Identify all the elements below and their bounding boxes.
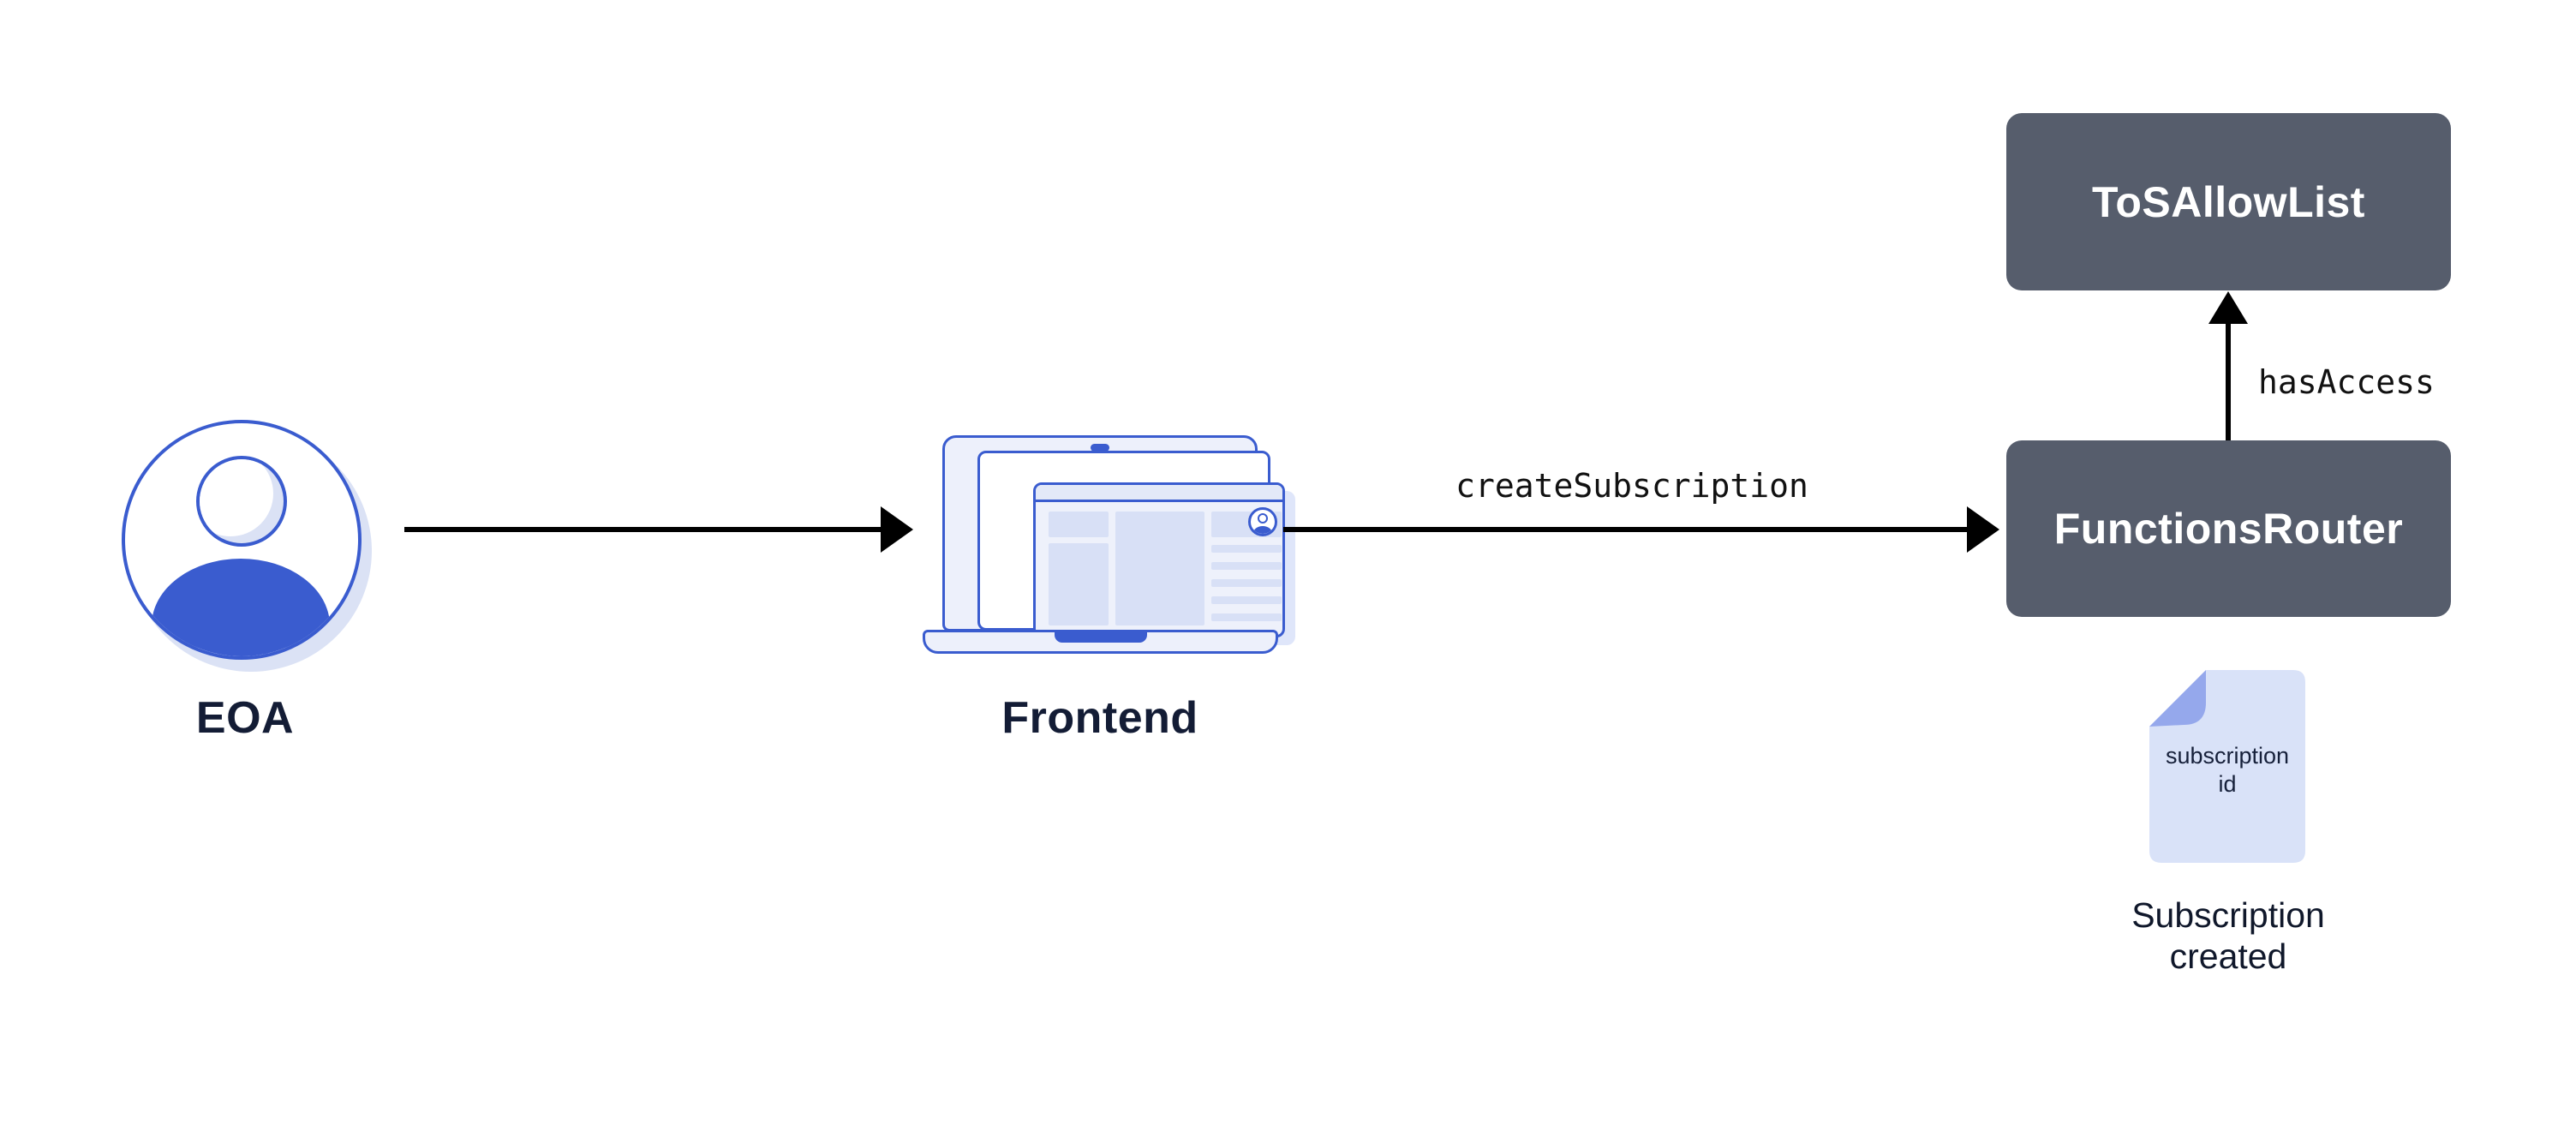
- laptop-screen: [942, 435, 1295, 645]
- browser-text-line: [1211, 545, 1282, 553]
- avatar-head-highlight: [200, 459, 273, 536]
- laptop-icon: [921, 433, 1295, 655]
- edge-label-has-access: hasAccess: [2258, 363, 2435, 401]
- document-text-line1: subscription: [2165, 743, 2290, 769]
- browser-text-line: [1211, 562, 1282, 570]
- avatar-head-shape: [196, 456, 287, 547]
- document-caption: Subscription created: [2100, 895, 2357, 977]
- arrowhead-frontend-to-router: [1967, 506, 1999, 553]
- browser-header-bar: [1036, 485, 1282, 502]
- laptop-display: [977, 451, 1295, 645]
- arrow-router-to-allowlist: [2226, 322, 2231, 440]
- browser-avatar-body: [1253, 526, 1272, 534]
- laptop-base-notch: [1054, 632, 1147, 643]
- document-text: subscription id: [2149, 742, 2305, 799]
- browser-text-line: [1211, 579, 1282, 587]
- tos-allow-list-label: ToSAllowList: [2092, 177, 2365, 226]
- browser-text-line: [1211, 613, 1282, 621]
- eoa-label: EOA: [195, 693, 295, 743]
- browser-sidebar-block: [1049, 543, 1109, 625]
- laptop-base: [923, 630, 1278, 654]
- arrowhead-eoa-to-frontend: [881, 506, 913, 553]
- document-icon: [2149, 670, 2305, 863]
- browser-content-block: [1115, 512, 1204, 625]
- browser-user-avatar-icon: [1248, 507, 1277, 536]
- browser-avatar-head: [1258, 513, 1268, 524]
- document-caption-line1: Subscription: [2131, 895, 2325, 935]
- laptop-webcam-dot: [1091, 444, 1109, 452]
- eoa-avatar-icon: [122, 420, 362, 660]
- arrow-eoa-to-frontend: [404, 527, 882, 532]
- arrowhead-router-to-allowlist: [2208, 291, 2248, 324]
- avatar-body-shape: [152, 559, 330, 656]
- document-caption-line2: created: [2169, 937, 2287, 976]
- document-text-line2: id: [2218, 771, 2237, 797]
- browser-text-line: [1211, 596, 1282, 604]
- node-tos-allow-list: ToSAllowList: [2006, 113, 2451, 290]
- browser-window: [1033, 482, 1285, 637]
- frontend-label: Frontend: [1001, 693, 1198, 743]
- node-functions-router: FunctionsRouter: [2006, 440, 2451, 617]
- edge-label-create-subscription: createSubscription: [1455, 467, 1808, 505]
- functions-router-label: FunctionsRouter: [2053, 505, 2404, 553]
- arrow-frontend-to-router: [1283, 527, 1969, 532]
- browser-sidebar-block: [1049, 512, 1109, 537]
